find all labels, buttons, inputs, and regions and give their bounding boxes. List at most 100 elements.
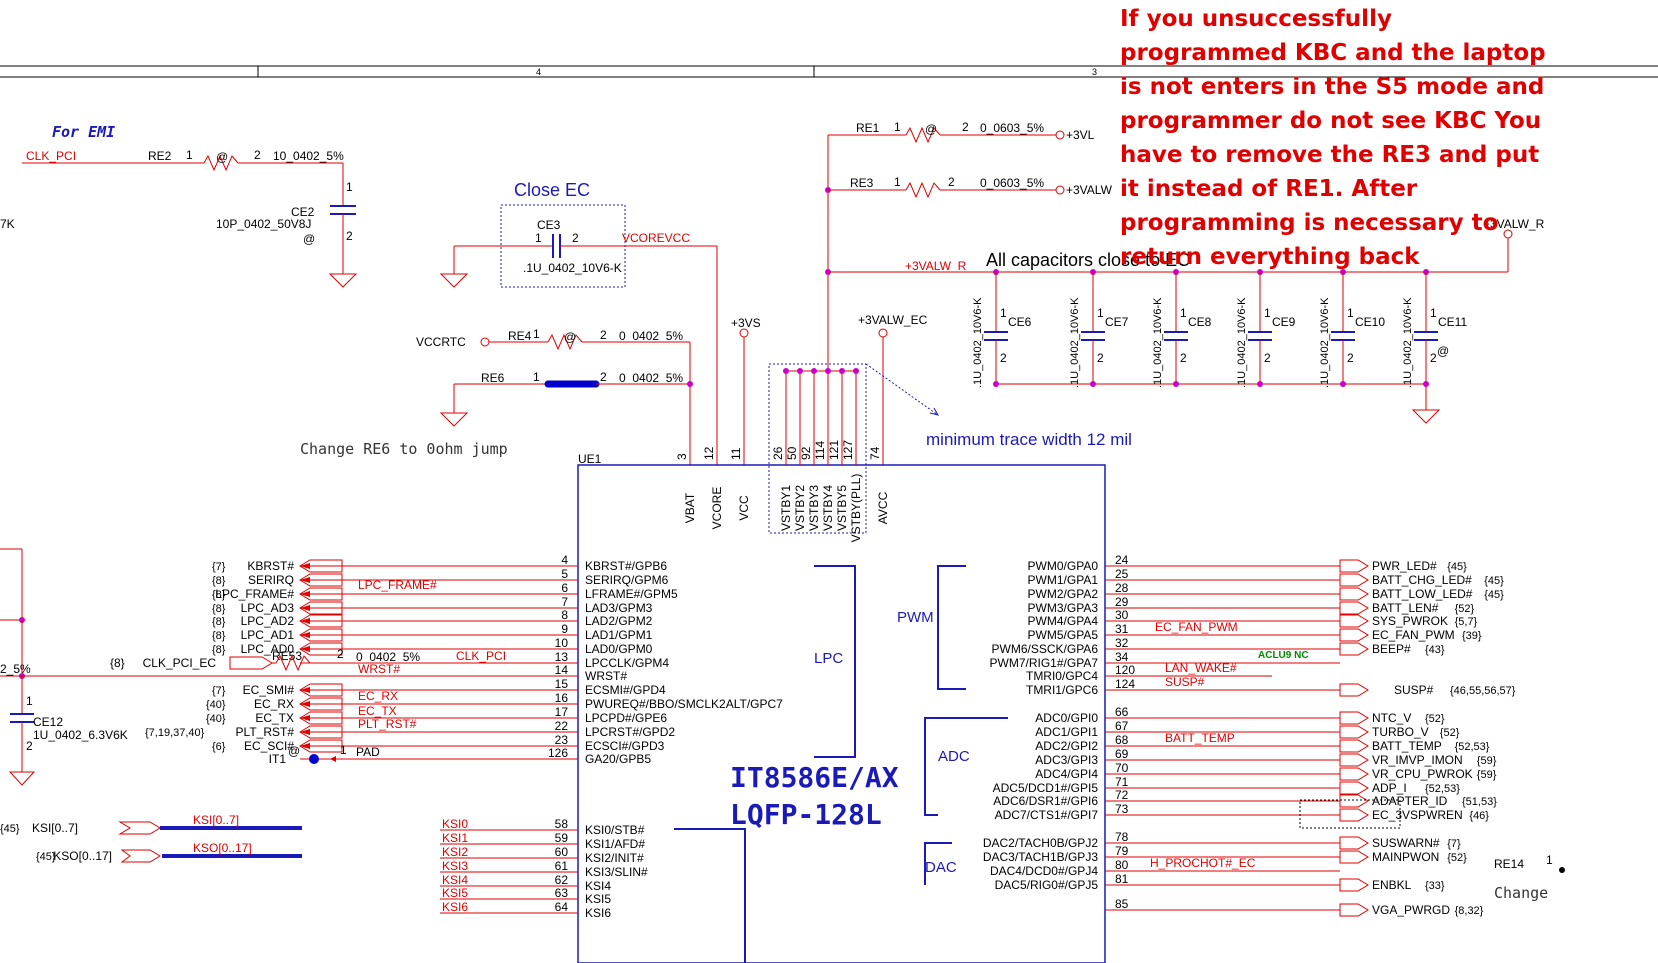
bank-cap-pin1: 1 <box>1347 306 1354 320</box>
pwm-group-label: PWM <box>897 609 934 626</box>
bank-cap-value: .1U_0402_10V6-K <box>1236 297 1248 388</box>
left-7k: 7K <box>0 217 15 231</box>
right-net-flag: SUSWARN# {7} <box>1339 836 1461 850</box>
ic-right-pin-number: 68 <box>1115 733 1129 747</box>
left-net-page: {7} <box>212 685 226 697</box>
ic-left-pin-number: 22 <box>555 719 569 733</box>
ic-ksi-pin-number: 60 <box>555 845 569 859</box>
batt-temp-net: BATT_TEMP <box>1165 731 1235 745</box>
bank-junction-dot <box>1340 381 1346 387</box>
ic-left-pin-name: ECSMI#/GPD4 <box>585 683 666 697</box>
left-net-flag-shape <box>299 683 343 697</box>
bus-flag-name: KSO[0..17] <box>53 849 112 863</box>
re6-pin1: 1 <box>533 370 540 384</box>
bank-cap-ref: CE11 <box>1438 315 1467 329</box>
right-net-flag-shape <box>1339 739 1369 753</box>
ic-ksi-pin-net: KSI3 <box>442 859 468 873</box>
bus-flag-page: {45} <box>36 851 56 863</box>
right-net-name: BATT_TEMP <box>1372 739 1442 753</box>
ce2-pin1: 1 <box>346 180 353 194</box>
right-net-name: VGA_PWRGD <box>1372 903 1450 917</box>
ic-left-pin-number: 6 <box>561 581 568 595</box>
right-net-flag-shape <box>1339 753 1369 767</box>
left-2-5: 2_5% <box>0 662 31 676</box>
right-net-page: {43} <box>1425 644 1445 656</box>
left-net-name: EC_SMI# <box>243 683 295 697</box>
right-net-page: {59} <box>1477 755 1497 767</box>
left-net-flag-arrow <box>300 605 310 611</box>
right-net-flag: MAINPWON{52} <box>1339 850 1467 864</box>
susp-net: SUSP# <box>1165 675 1205 689</box>
ic-right-pin-name: ADC2/GPI2 <box>1035 739 1098 753</box>
ic-ksi-pin-net: KSI5 <box>442 886 468 900</box>
left-net-flag: KBRST#{7} <box>212 559 343 573</box>
ic-ksi-pin-net: KSI4 <box>442 873 468 887</box>
right-net-flag-shape <box>1339 794 1369 808</box>
right-net-name: MAINPWON <box>1372 850 1439 864</box>
right-net-name: ADP_I <box>1372 781 1407 795</box>
bank-junction-dot <box>993 381 999 387</box>
right-net-name: SUSWARN# <box>1372 836 1440 850</box>
ce3-pin2: 2 <box>572 231 579 245</box>
re53-pin2: 2 <box>337 647 344 661</box>
ic-left-pin-number: 17 <box>555 705 569 719</box>
ic-ksi-pin-number: 61 <box>555 859 569 873</box>
left-net-page: {8} <box>212 644 226 656</box>
ic-ksi-pin-name: KSI2/INIT# <box>585 851 644 865</box>
left-net-flag-shape <box>299 697 343 711</box>
ic-left-pin-name: LAD0/GPM0 <box>585 642 653 656</box>
right-net-name: NTC_V <box>1372 711 1411 725</box>
ic-right-pin: 68 ADC2/GPI2 <box>1035 733 1340 753</box>
re4-value: 0_0402_5% <box>619 329 683 343</box>
re1-value: 0_0603_5% <box>980 121 1044 135</box>
left-net-page: {8} <box>212 589 226 601</box>
left-net-flag: IT1 <box>269 752 287 766</box>
close-ec-block: Close EC CE3 1 2 VCOREVCC .1U_0402_10V6-… <box>439 180 718 465</box>
kbc-programming-note: If you unsuccessfully programmed KBC and… <box>1120 6 1546 270</box>
right-net-flag: ADP_I{52,53} <box>1339 781 1460 795</box>
right-net-flag: EC_3VSPWREN{46} <box>1339 808 1489 822</box>
ic-right-pin-name: ADC7/CTS1#/GPI7 <box>995 808 1099 822</box>
ce2-value: 10P_0402_50V8J <box>216 217 311 231</box>
left-net-page: {8} <box>110 656 125 670</box>
ic-power-pin-name: VSTBY(PLL) <box>849 474 863 543</box>
re14-pin: 1 <box>1546 853 1553 867</box>
re1-pin2: 2 <box>962 120 969 134</box>
ic-power-pin-name: VCC <box>737 495 751 521</box>
right-net-page: {7} <box>1447 838 1461 850</box>
right-net-page: {46,55,56,57} <box>1450 685 1516 697</box>
bus-flag-shape <box>120 849 161 863</box>
left-net-flag: LPC_AD1{8} <box>212 628 343 642</box>
ic-right-pin-number: 120 <box>1115 663 1135 677</box>
right-net-flag: EC_FAN_PWM{39} <box>1339 628 1482 642</box>
ic-right-pin-number: 73 <box>1115 802 1129 816</box>
right-net-flag-shape <box>1339 614 1369 628</box>
right-net-name: ENBKL <box>1372 878 1412 892</box>
re3-resistor-symbol <box>905 181 941 199</box>
right-net-flag: BATT_CHG_LED#{45} <box>1339 573 1504 587</box>
left-net-flag-shape <box>299 587 343 601</box>
ic-ksi-pin-number: 59 <box>555 831 569 845</box>
ic-right-pin-name: DAC4/DCD0#/GPJ4 <box>990 864 1098 878</box>
ic-right-pin-name: ADC4/GPI4 <box>1035 767 1098 781</box>
right-net-flag-shape <box>1339 878 1369 892</box>
bus-flag-name: KSI[0..7] <box>32 821 78 835</box>
clk-pci-red-net: CLK_PCI <box>456 649 506 663</box>
left-net-flag-arrow <box>300 687 310 693</box>
ce12-pin1: 1 <box>26 694 33 708</box>
re53-ref: RE53 <box>272 649 302 663</box>
ic-right-pin-name: ADC6/DSR1#/GPI6 <box>993 794 1098 808</box>
left-net-page: {7} <box>212 561 226 573</box>
right-net-name: BATT_LEN# <box>1372 601 1439 615</box>
re6-value: 0_0402_5% <box>619 371 683 385</box>
re6-ref: RE6 <box>481 371 505 385</box>
